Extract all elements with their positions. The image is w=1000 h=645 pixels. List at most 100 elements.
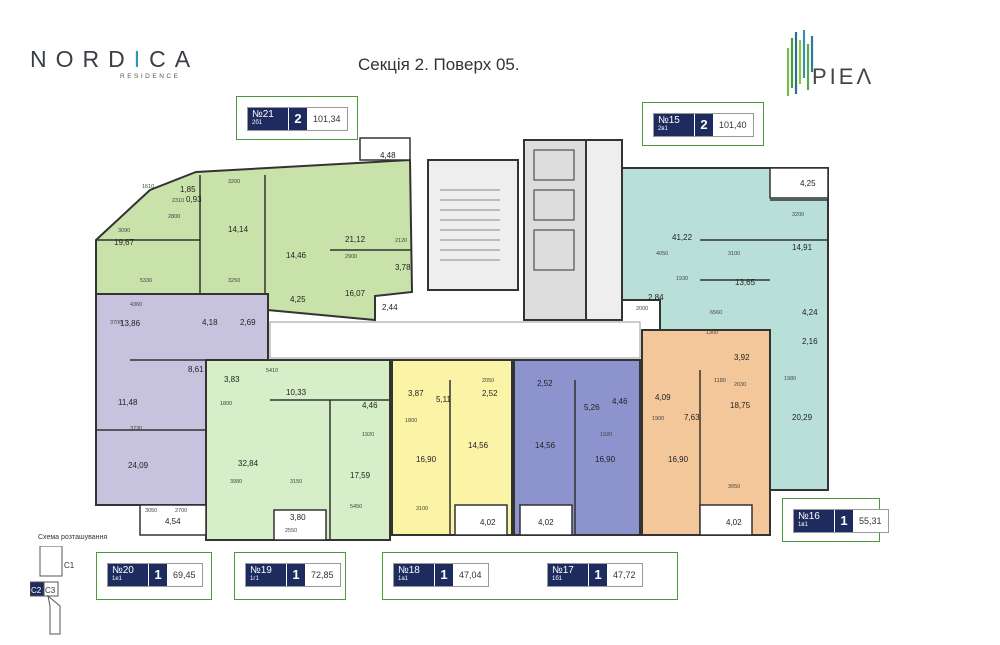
apartment-type: 1г1 (250, 576, 259, 582)
room-area: 4,46 (612, 397, 628, 406)
room-area: 7,63 (684, 413, 700, 422)
apartment-15-fill[interactable] (619, 167, 829, 491)
scheme-section-c2-label: C2 (31, 586, 42, 595)
room-area: 2,16 (802, 337, 818, 346)
apartment-number: №19 (250, 565, 272, 576)
dimension-label: 1980 (784, 376, 796, 382)
apartment-rooms: 1 (434, 564, 453, 586)
room-area: 1,85 (180, 185, 196, 194)
room-area: 14,14 (228, 225, 249, 234)
room-area: 18,75 (730, 401, 751, 410)
dimension-label: 2000 (636, 306, 648, 312)
room-area: 2,44 (382, 303, 398, 312)
apartment-rooms: 1 (286, 564, 305, 586)
room-area: 10,33 (286, 388, 307, 397)
dimension-label: 4360 (130, 302, 142, 308)
dimension-label: 6560 (710, 310, 722, 316)
room-area: 13,65 (735, 278, 756, 287)
apartment-area: 69,45 (167, 564, 202, 586)
apartment-type: 1б1 (552, 576, 563, 582)
apartment-rooms: 1 (588, 564, 607, 586)
dimension-label: 5330 (140, 278, 152, 284)
room-area: 4,24 (802, 308, 818, 317)
room-area: 16,90 (595, 455, 616, 464)
room-area: 8,61 (188, 365, 204, 374)
room-area: 0,93 (186, 195, 202, 204)
scheme-section-c1-label: C1 (64, 561, 75, 570)
dimension-label: 4050 (656, 251, 668, 257)
apartment-18-fill[interactable] (391, 359, 513, 536)
room-area: 13,86 (120, 319, 141, 328)
nordica-logo: NORDICA RESIDENCE (30, 46, 200, 80)
nordica-logo-text: NORDICA (30, 46, 200, 72)
room-area: 2,52 (482, 389, 498, 398)
balconies (139, 137, 829, 541)
dimension-label: 3200 (228, 179, 240, 185)
apartment-number: №15 (658, 115, 680, 126)
dimension-label: 1920 (362, 432, 374, 438)
room-area: 20,29 (792, 413, 813, 422)
apartment-rooms: 1 (834, 510, 853, 532)
apartment-area: 55,31 (853, 510, 888, 532)
room-area: 3,92 (734, 353, 750, 362)
room-area: 4,18 (202, 318, 218, 327)
dimension-label: 3150 (290, 479, 302, 485)
room-area: 3,83 (224, 375, 240, 384)
dimension-label: 3050 (145, 508, 157, 514)
dimension-labels: 1610 2310 5330 3250 2900 3200 2120 2800 … (110, 179, 804, 534)
dimension-label: 3090 (118, 228, 130, 234)
apartment-number: №17 (552, 565, 574, 576)
apartment-area: 47,04 (453, 564, 488, 586)
apartment-19-fill[interactable] (205, 359, 391, 541)
scheme-section-c1 (39, 546, 63, 577)
room-area: 2,69 (240, 318, 256, 327)
apartment-area: 101,40 (713, 114, 753, 136)
room-area: 14,56 (535, 441, 556, 450)
page-title: Секція 2. Поверх 05. (358, 55, 520, 74)
dimension-label: 3050 (728, 484, 740, 490)
apartment-rooms: 1 (148, 564, 167, 586)
apartment-type: 2б1 (252, 120, 263, 126)
core-stairs-elevators (427, 139, 623, 321)
dimension-label: 1920 (600, 432, 612, 438)
dimension-label: 1180 (714, 378, 726, 384)
room-area: 3,87 (408, 389, 424, 398)
room-area: 32,84 (238, 459, 259, 468)
room-area: 4,09 (655, 393, 671, 402)
apartment-area: 72,85 (305, 564, 340, 586)
dimension-label: 5410 (266, 368, 278, 374)
room-area: 4,48 (380, 151, 396, 160)
dimension-label: 2800 (168, 214, 180, 220)
apartment-17-fill[interactable] (513, 359, 641, 536)
nordica-logo-sub: RESIDENCE (120, 73, 181, 80)
room-area: 4,02 (726, 518, 742, 527)
room-area: 11,48 (118, 398, 138, 407)
room-area-labels: 19,67 1,85 0,93 14,14 21,12 14,46 4,48 3… (114, 151, 818, 527)
apartment-number: №18 (398, 565, 420, 576)
apartment-type: 2в1 (658, 126, 668, 132)
dimension-label: 1900 (652, 416, 664, 422)
room-area: 14,56 (468, 441, 489, 450)
dimension-label: 2120 (395, 238, 407, 244)
scheme-section-tail (47, 594, 61, 635)
room-area: 4,25 (290, 295, 306, 304)
apartment-area: 47,72 (607, 564, 642, 586)
dimension-label: 2550 (285, 528, 297, 534)
piea-logo: PIEΛ (782, 28, 902, 98)
dimension-label: 2310 (172, 198, 184, 204)
apartment-rooms: 2 (288, 108, 307, 130)
dimension-label: 1800 (220, 401, 232, 407)
piea-logo-icon (786, 30, 814, 96)
dimension-label: 3100 (416, 506, 428, 512)
dimension-label: 3700 (110, 320, 122, 326)
room-area: 21,12 (345, 235, 366, 244)
location-scheme: C1 C2 C3 (30, 546, 75, 635)
dimension-label: 3100 (728, 251, 740, 257)
